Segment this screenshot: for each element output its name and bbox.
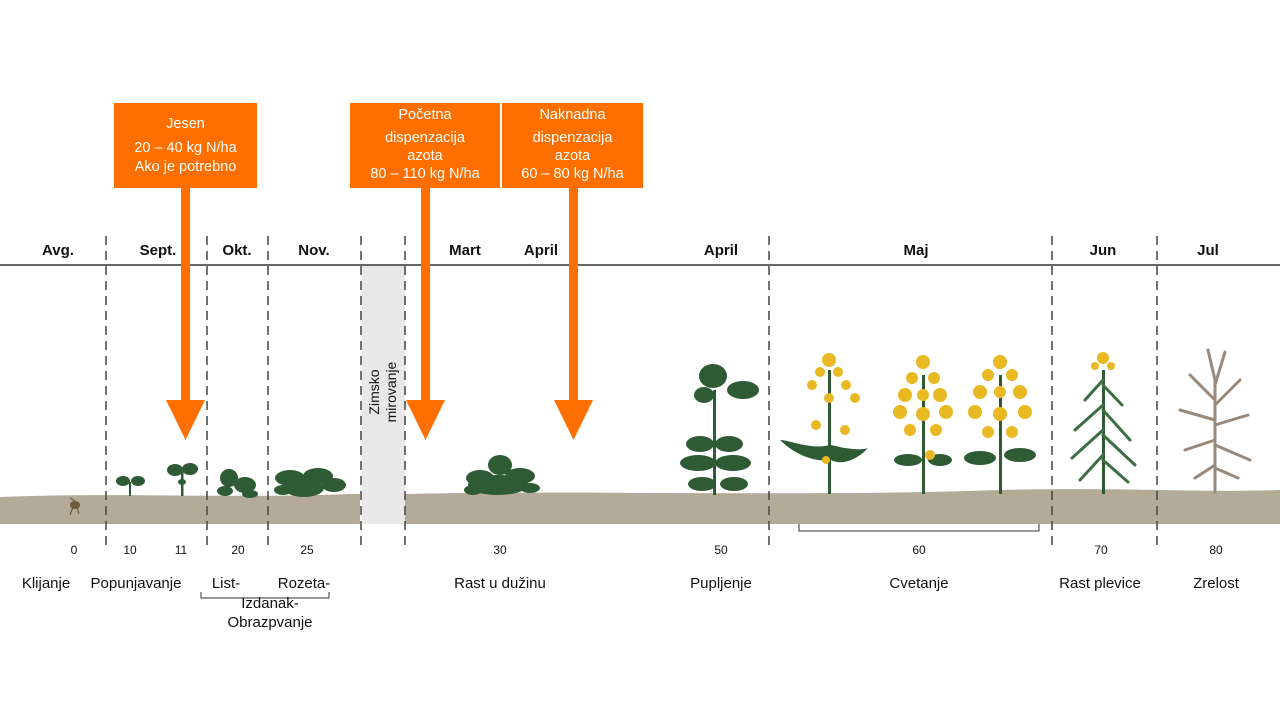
stage-name: Rast u dužinu [454, 575, 546, 592]
box-line: 80 – 110 kg N/ha [370, 166, 480, 182]
box-line: 20 – 40 kg N/ha [134, 140, 237, 156]
flowering-bracket [798, 524, 1040, 532]
arrow-head [406, 400, 445, 440]
arrow-shaft [181, 188, 190, 402]
winter-label-line: Zimsko [366, 369, 382, 415]
stage-name: Klijanje [21, 575, 71, 592]
rosette-icon [274, 468, 346, 497]
nitrogen-arrows [166, 188, 593, 440]
month-label: Jul [1197, 242, 1219, 259]
box-line: dispenzacija [532, 130, 613, 146]
flowering-plant-icon [780, 353, 868, 494]
initial-nitrogen-box: Početna dispenzacija azota 80 – 110 kg N… [350, 103, 500, 188]
month-label: April [703, 242, 739, 259]
soil-strip [0, 494, 360, 524]
stage-name: Zrelost [1193, 575, 1239, 592]
arrow-shaft [421, 188, 430, 402]
growth-stage-code: 20 [231, 543, 245, 557]
arrow-head [166, 400, 205, 440]
box-line: azota [407, 148, 443, 164]
autumn-nitrogen-box: Jesen 20 – 40 kg N/ha Ako je potrebno [114, 103, 257, 188]
month-label: Sept. [139, 242, 177, 259]
stage-name: Popunjavanje [90, 575, 182, 592]
stage-name: Izdanak- [241, 595, 299, 612]
winter-dormancy-band [362, 265, 405, 524]
stage-name: Obrazpvanje [227, 614, 313, 631]
month-label: Jun [1089, 242, 1117, 259]
pod-plant-icon [1070, 352, 1137, 494]
box-line: Ako je potrebno [134, 159, 237, 175]
growth-stage-code: 50 [714, 543, 728, 557]
stage-name: Pupljenje [690, 575, 752, 592]
flowering-plant-icon [964, 355, 1036, 494]
leaf-stage-icon [217, 469, 258, 498]
growth-stage-code: 30 [493, 543, 507, 557]
stage-name: Rozeta- [277, 575, 331, 592]
growth-stage-code: 80 [1209, 543, 1223, 557]
arrow-shaft [569, 188, 578, 402]
follow-up-nitrogen-box: Naknadna dispenzacija azota 60 – 80 kg N… [502, 103, 643, 188]
flowering-plant-icon [893, 355, 953, 494]
rosette-bracket [200, 592, 330, 599]
growth-stage-code: 11 [174, 543, 188, 557]
stage-name: Cvetanje [889, 575, 949, 592]
growth-stage-code: 10 [123, 543, 137, 557]
box-line: dispenzacija [385, 130, 465, 146]
arrow-head [554, 400, 593, 440]
rosette-large-icon [464, 455, 540, 495]
mature-plant-icon [1178, 348, 1252, 494]
month-label: April [523, 242, 559, 259]
month-label: Maj [903, 242, 929, 259]
box-line: 60 – 80 kg N/ha [521, 166, 624, 182]
growth-stage-code: 70 [1094, 543, 1108, 557]
seedling-icon [116, 476, 145, 496]
box-line: azota [554, 148, 591, 164]
month-label: Nov. [298, 242, 330, 259]
soil-strip-right [405, 489, 1280, 524]
month-label: Okt. [222, 242, 252, 259]
seed-icon [69, 497, 80, 516]
box-line: Naknadna [539, 107, 606, 123]
month-label: Mart [449, 242, 481, 259]
box-line: Jesen [166, 116, 205, 132]
growth-stage-code: 60 [912, 543, 926, 557]
stage-name: List- [211, 575, 241, 592]
budding-plant-icon [680, 364, 759, 495]
growth-stage-code: 25 [300, 543, 314, 557]
winter-label-line: mirovanje [383, 361, 399, 423]
box-line: Početna [398, 107, 452, 123]
stage-name: Rast plevice [1059, 575, 1141, 592]
month-label: Avg. [42, 242, 74, 259]
month-separators [105, 236, 1158, 550]
winter-dormancy-label: Zimsko mirovanje [366, 362, 400, 423]
growth-stage-code: 0 [70, 543, 78, 557]
two-leaf-seedling-icon [167, 463, 198, 496]
